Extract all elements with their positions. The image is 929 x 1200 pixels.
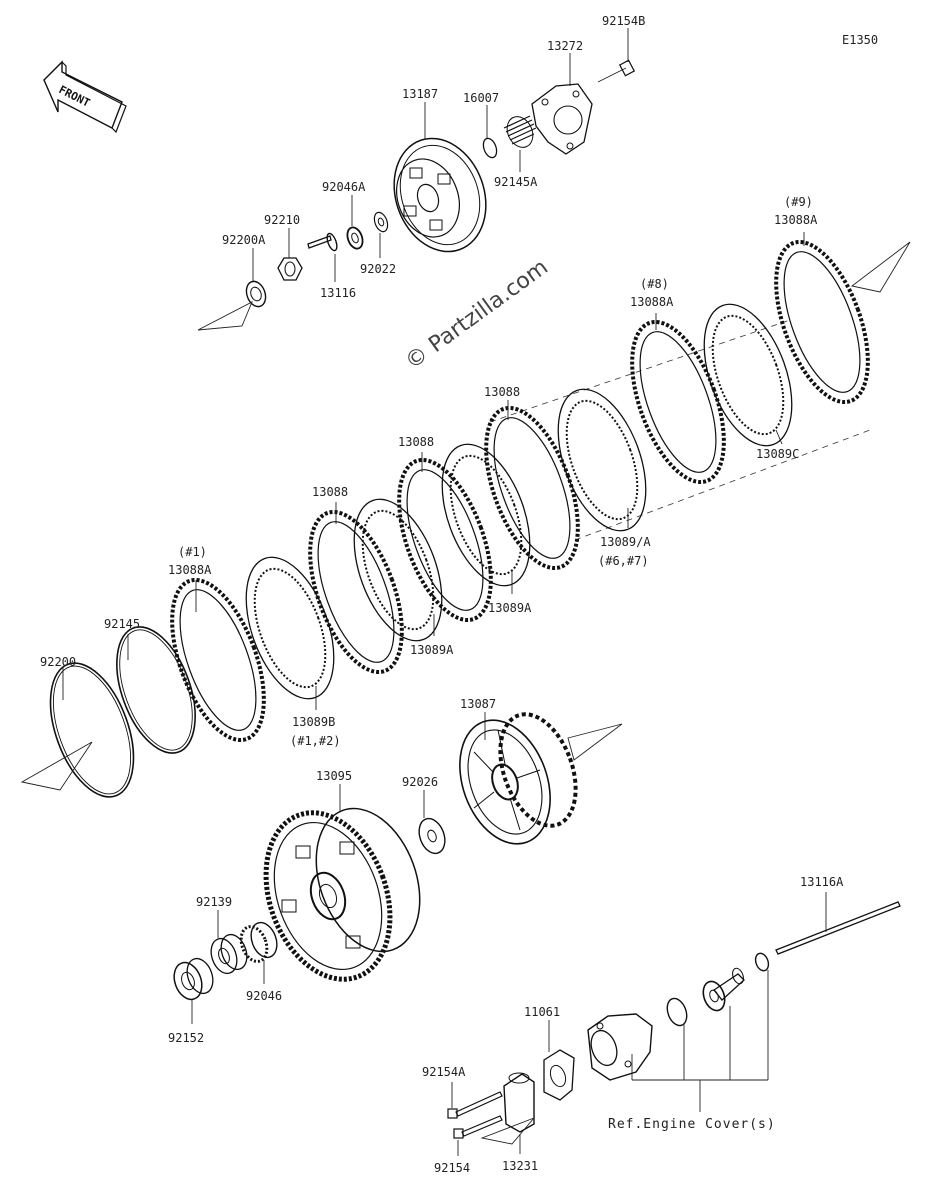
label-13231: 13231 [502,1159,538,1173]
label-13089A-a: 13089A [488,601,532,615]
label-13089A-b: 13089A [410,643,454,657]
label-92046A: 92046A [322,180,366,194]
label-92145: 92145 [104,617,140,631]
spacer-92152 [173,957,214,1024]
friction-plate-13088A-9 [774,232,911,404]
lever-13231 [480,1072,535,1154]
wire-ring-92145 [116,626,196,754]
friction-plate-13088-c [484,400,580,570]
release-housing [587,1013,653,1081]
label-p8-note: (#8) [640,277,669,291]
clutch-housing-13095 [263,784,421,982]
label-13089B: 13089B [292,715,335,729]
friction-plate-13088-b [397,452,493,622]
steel-plate-13089A-b [353,498,443,642]
steel-plate-13089A-a [441,443,531,594]
label-92210: 92210 [264,213,300,227]
label-13088-a: 13088 [312,485,348,499]
ref-bracket [631,970,769,1112]
gasket-11061 [543,1020,575,1101]
washer-92026 [418,790,446,855]
label-13187: 13187 [402,87,438,101]
label-92022: 92022 [360,262,396,276]
steel-plate-13089B [245,556,335,710]
needle-bearing-92046 [239,921,278,984]
ring-16007 [482,105,498,159]
plate-13272 [531,53,593,155]
nut-92210 [277,228,303,281]
label-13088A-1: 13088A [168,563,212,577]
clutch-hub-13087 [459,712,623,845]
label-92139: 92139 [196,895,232,909]
label-92154A: 92154A [422,1065,466,1079]
bolt-92154A [447,1091,503,1119]
release-shaft [702,967,745,1012]
label-p9-note: (#9) [784,195,813,209]
label-11061: 11061 [524,1005,560,1019]
label-13088-c: 13088 [484,385,520,399]
friction-plate-13088A-8 [630,313,726,484]
seal-ring [754,952,770,972]
pressure-plate-13187 [393,102,487,253]
label-p6-7-note: (#6,#7) [598,554,649,568]
washer-92200A [197,248,267,331]
label-92200A: 92200A [222,233,266,247]
label-92145A: 92145A [494,175,538,189]
o-ring [666,997,688,1027]
label-13272: 13272 [547,39,583,53]
label-13116A: 13116A [800,875,844,889]
label-ref-engine-cover: Ref.Engine Cover(s) [608,1117,776,1132]
label-92200: 92200 [40,655,76,669]
label-92026: 92026 [402,775,438,789]
steel-plate-13089-A [557,388,647,532]
label-13095: 13095 [316,769,352,783]
label-92046: 92046 [246,989,282,1003]
friction-plate-13088-a [308,502,404,674]
label-92152: 92152 [168,1031,204,1045]
collar-92139 [210,910,248,975]
bolt-92154 [453,1115,503,1139]
label-13087: 13087 [460,697,496,711]
label-92154: 92154 [434,1161,470,1175]
bolt-92154B [597,28,636,83]
push-rod-13116 [307,232,338,282]
washer-92022 [373,211,389,258]
label-13116: 13116 [320,286,356,300]
front-arrow-icon: FRONT [43,60,127,134]
diagram-code: E1350 [842,33,878,47]
label-13088A-8: 13088A [630,295,674,309]
spring-92145A [503,115,537,172]
label-p1-2-note: (#1,#2) [290,734,341,748]
friction-plate-13088A-1 [170,578,266,742]
wire-ring-92200 [20,662,135,798]
label-13088A-9: 13088A [774,213,818,227]
push-rod-13116A [775,892,901,955]
label-13089C: 13089C [756,447,799,461]
front-label: FRONT [57,83,93,110]
watermark: © Partzilla.com [401,255,553,375]
label-92154B: 92154B [602,14,645,28]
steel-plate-13089C [703,303,793,447]
label-13089slashA: 13089/A [600,535,651,549]
label-13088-b: 13088 [398,435,434,449]
bearing-92046A [346,195,364,250]
label-p1-note: (#1) [178,545,207,559]
label-16007: 16007 [463,91,499,105]
